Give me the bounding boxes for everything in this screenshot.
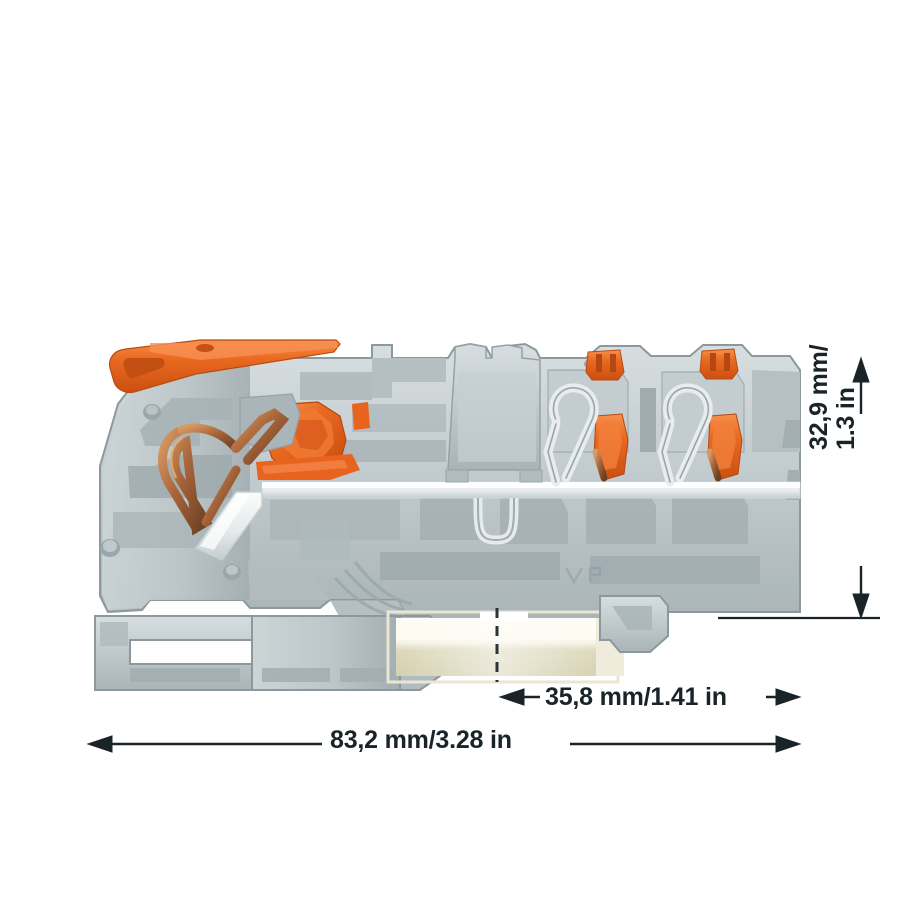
dimension-height bbox=[718, 356, 880, 620]
clamp-spring-left-sheen bbox=[169, 436, 183, 479]
clamp-spring-right-edge bbox=[666, 387, 710, 479]
dimension-height-label: 32,9 mm/ 1.3 in bbox=[805, 290, 860, 450]
dim-width-arrow-left bbox=[86, 735, 113, 753]
busbar-retainer-tabs bbox=[445, 469, 543, 483]
housing-lower-recess-5 bbox=[672, 492, 748, 544]
dim-height-arrow-top bbox=[852, 356, 870, 383]
dimension-annotations bbox=[86, 356, 880, 753]
cam-lobe bbox=[294, 420, 328, 450]
housing-curved-ribs bbox=[333, 561, 413, 618]
clamp-spring-left-arm bbox=[231, 408, 290, 465]
clamp-spring-left-loop bbox=[158, 427, 213, 536]
push-button-middle[interactable] bbox=[585, 349, 625, 381]
housing-right-notch-1 bbox=[782, 420, 800, 448]
push-in-clamp-right bbox=[657, 348, 743, 487]
push-in-clamp-middle bbox=[543, 349, 629, 487]
din-rail-center-tab bbox=[480, 612, 528, 622]
foot-hook-pocket bbox=[100, 622, 128, 646]
foot-slot-2 bbox=[262, 668, 330, 682]
housing-pocket-upper-left bbox=[140, 398, 232, 446]
actuator-right-face bbox=[712, 420, 736, 470]
push-button-middle-slot-2 bbox=[610, 354, 616, 372]
housing-embossed-marking bbox=[564, 566, 602, 585]
housing-ledge-d bbox=[330, 440, 446, 462]
housing-boss-hole-3-inner bbox=[226, 565, 238, 575]
cam-grey-cap bbox=[239, 393, 301, 453]
foot-clip-pocket bbox=[612, 606, 652, 630]
housing-ledge-b bbox=[300, 372, 372, 400]
housing-ledge-a bbox=[372, 358, 446, 398]
cam-orange-tab-right bbox=[352, 402, 370, 430]
dimension-width-label: 83,2 mm/3.28 in bbox=[330, 726, 512, 754]
housing-lower-recess-7 bbox=[590, 556, 760, 584]
dim-rail-arrow-left bbox=[498, 688, 525, 706]
housing-lower-recess-6 bbox=[380, 552, 560, 580]
housing-boss-hole-2-inner bbox=[103, 540, 117, 552]
din-rail-top-face bbox=[396, 618, 610, 640]
lever-grip-slot bbox=[123, 358, 165, 379]
housing-ledge-c bbox=[352, 404, 446, 432]
busbar bbox=[194, 481, 801, 561]
clamp-spring-left-tail bbox=[201, 465, 241, 527]
push-button-middle-slot-1 bbox=[596, 354, 602, 372]
clamp-chamber-divider bbox=[640, 388, 656, 452]
clamp-spring-middle-tail-edge bbox=[547, 423, 557, 483]
dimension-rail-opening bbox=[498, 688, 802, 706]
copper-clamp-spring-left bbox=[158, 408, 290, 536]
foot-right-clip bbox=[599, 595, 669, 653]
foot-slot-1 bbox=[130, 668, 240, 682]
dim-width-arrow-right bbox=[775, 735, 802, 753]
dim-rail-arrow-right bbox=[775, 688, 802, 706]
clamp-spring-left-top bbox=[177, 423, 241, 453]
contact-leg-middle bbox=[592, 448, 608, 482]
foot-slot-3 bbox=[340, 668, 392, 682]
clamp-spring-middle-edge bbox=[552, 387, 596, 479]
actuator-middle-face bbox=[598, 420, 622, 470]
lever-pivot-hole bbox=[196, 344, 214, 352]
din-rail-section bbox=[386, 608, 624, 684]
cam-skirt-highlight bbox=[262, 460, 348, 474]
busbar-highlight bbox=[262, 482, 800, 488]
housing-boss-hole-1-inner bbox=[146, 405, 158, 415]
push-button-right-slot-2 bbox=[724, 353, 730, 371]
dimension-height-label-line-1: 32,9 mm/ bbox=[805, 344, 833, 450]
dimension-rail-opening-label: 35,8 mm/1.41 in bbox=[545, 683, 727, 711]
orange-operating-lever[interactable] bbox=[108, 339, 466, 394]
dim-height-arrow-bottom bbox=[852, 593, 870, 620]
push-button-right[interactable] bbox=[699, 348, 739, 380]
dimension-width bbox=[86, 735, 802, 753]
contact-leg-right bbox=[706, 448, 722, 482]
busbar-loop-center-edge bbox=[477, 497, 515, 542]
dimension-height-label-line-2: 1.3 in bbox=[832, 387, 860, 450]
clamp-spring-right-tail-edge bbox=[661, 423, 671, 483]
housing-center-rib-face bbox=[458, 372, 536, 462]
housing-lower-recess-4 bbox=[586, 492, 656, 544]
push-button-right-slot-1 bbox=[710, 353, 716, 371]
housing-lower-recess-2 bbox=[420, 494, 478, 540]
busbar-blade-left-highlight bbox=[200, 494, 250, 550]
